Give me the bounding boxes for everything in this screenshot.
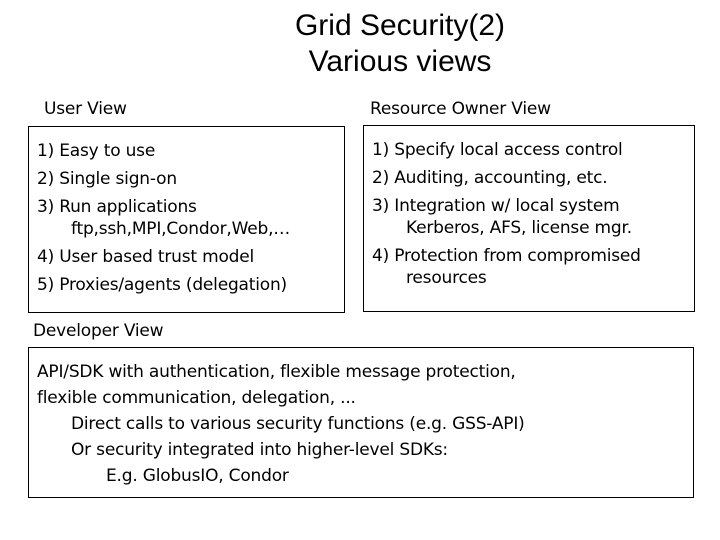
list-item: 2) Single sign-on <box>37 169 177 189</box>
list-item: API/SDK with authentication, flexible me… <box>37 362 516 382</box>
slide-title-line-2: Various views <box>308 45 492 78</box>
list-item: Direct calls to various security functio… <box>71 414 525 434</box>
list-item: flexible communication, delegation, ... <box>37 388 356 408</box>
user-view-box: 1) Easy to use 2) Single sign-on 3) Run … <box>28 126 345 313</box>
resource-owner-view-box: 1) Specify local access control 2) Audit… <box>363 125 695 312</box>
list-item: Or security integrated into higher-level… <box>71 440 448 460</box>
developer-view-label: Developer View <box>33 321 164 341</box>
list-item: 4) Protection from compromised <box>372 246 641 266</box>
list-item-continuation: ftp,ssh,MPI,Condor,Web,… <box>71 219 291 239</box>
list-item: 5) Proxies/agents (delegation) <box>37 275 287 295</box>
slide-title: Grid Security(2) Various views <box>80 8 720 80</box>
user-view-label: User View <box>44 99 127 119</box>
list-item-continuation: Kerberos, AFS, license mgr. <box>406 218 632 238</box>
list-item: E.g. GlobusIO, Condor <box>106 466 289 486</box>
list-item: 4) User based trust model <box>37 247 255 267</box>
list-item: 3) Run applications <box>37 197 197 217</box>
list-item: 1) Specify local access control <box>372 140 623 160</box>
slide-title-line-1: Grid Security(2) <box>294 9 506 42</box>
developer-view-box: API/SDK with authentication, flexible me… <box>28 347 694 498</box>
list-item-continuation: resources <box>406 268 487 288</box>
list-item: 2) Auditing, accounting, etc. <box>372 168 608 188</box>
list-item: 3) Integration w/ local system <box>372 196 620 216</box>
list-item: 1) Easy to use <box>37 141 156 161</box>
resource-owner-view-label: Resource Owner View <box>370 99 551 119</box>
